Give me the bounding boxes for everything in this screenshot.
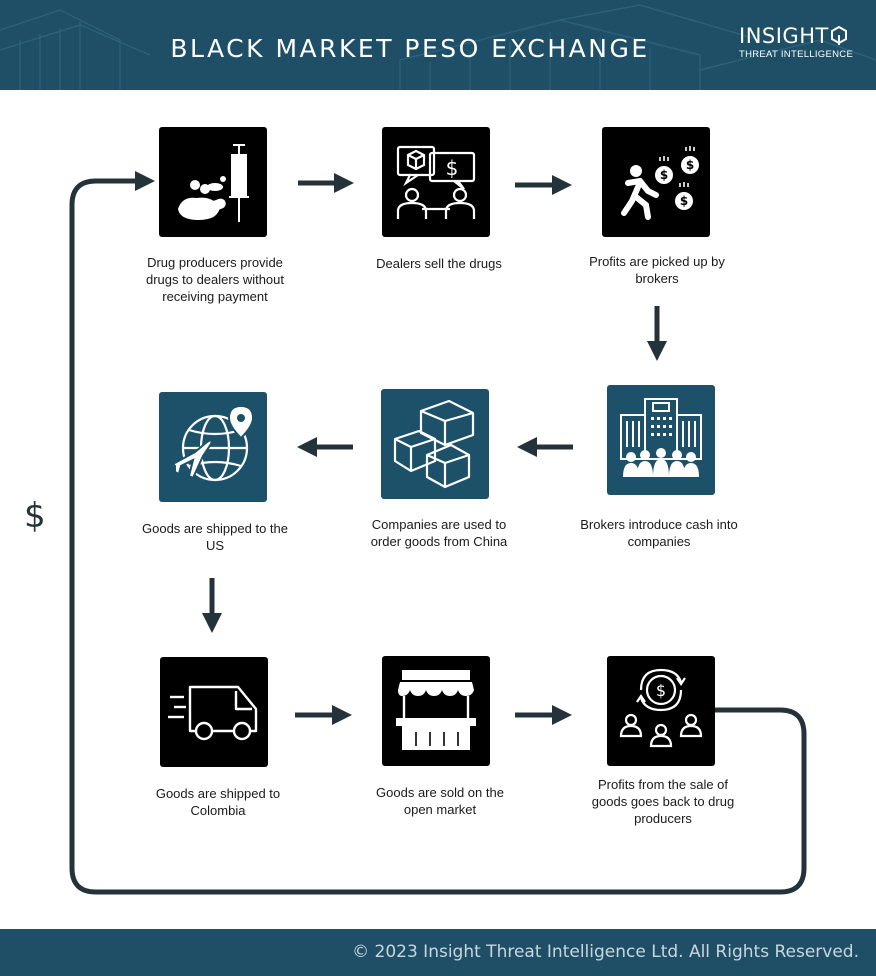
step-1-tile bbox=[159, 127, 267, 237]
step-6-tile bbox=[159, 392, 267, 502]
loop-return-line bbox=[69, 171, 807, 895]
step-3-label: Profits are picked up by brokers bbox=[589, 254, 725, 286]
truck-icon bbox=[168, 685, 258, 741]
copyright-text: © 2023 Insight Threat Intelligence Ltd. … bbox=[352, 942, 859, 962]
header-banner: BLACK MARKET PESO EXCHANGE INSIGHT THREA… bbox=[0, 0, 876, 90]
step-9-tile: $ bbox=[607, 656, 715, 766]
money-cycle-icon: $ bbox=[619, 668, 703, 748]
step-2-label: Dealers sell the drugs bbox=[376, 256, 502, 271]
svg-text:$: $ bbox=[446, 156, 459, 180]
brand-logo: INSIGHT THREAT INTELLIGENCE bbox=[739, 24, 853, 60]
dealers-icon: $ bbox=[396, 145, 476, 219]
step-3-tile: $ $ $ bbox=[602, 127, 710, 237]
svg-text:$: $ bbox=[660, 168, 668, 182]
globe-plane-icon bbox=[171, 404, 255, 482]
step-9-label: Profits from the sale of goods goes back… bbox=[591, 777, 735, 826]
loop-dollar-symbol: $ bbox=[24, 496, 46, 536]
broker-pickup-icon: $ $ $ bbox=[621, 146, 699, 220]
svg-text:$: $ bbox=[656, 681, 666, 700]
step-4-tile bbox=[607, 385, 715, 495]
step-5-tile bbox=[381, 389, 489, 499]
step-1-label: Drug producers provide drugs to dealers … bbox=[145, 255, 285, 304]
company-building-icon bbox=[620, 398, 702, 477]
market-stall-icon bbox=[396, 670, 476, 750]
step-5-label: Companies are used to order goods from C… bbox=[370, 517, 508, 549]
footer-bar: © 2023 Insight Threat Intelligence Ltd. … bbox=[0, 929, 876, 976]
step-4-label: Brokers introduce cash into companies bbox=[580, 517, 738, 549]
step-7-label: Goods are shipped to Colombia bbox=[155, 786, 281, 818]
svg-text:$: $ bbox=[686, 158, 694, 172]
step-8-tile bbox=[382, 656, 490, 766]
skyline-pattern bbox=[0, 4, 876, 90]
boxes-icon bbox=[393, 399, 475, 489]
insight-mark-icon bbox=[831, 26, 847, 45]
brand-name: INSIGHT bbox=[739, 24, 829, 48]
step-8-label: Goods are sold on the open market bbox=[376, 785, 504, 817]
step-2-tile: $ bbox=[382, 127, 490, 237]
drugs-icon bbox=[177, 144, 249, 222]
brand-subtitle: THREAT INTELLIGENCE bbox=[739, 49, 854, 60]
page-title: BLACK MARKET PESO EXCHANGE bbox=[170, 34, 650, 63]
step-6-label: Goods are shipped to the US bbox=[142, 521, 288, 553]
step-7-tile bbox=[160, 657, 268, 767]
svg-text:$: $ bbox=[680, 194, 688, 208]
